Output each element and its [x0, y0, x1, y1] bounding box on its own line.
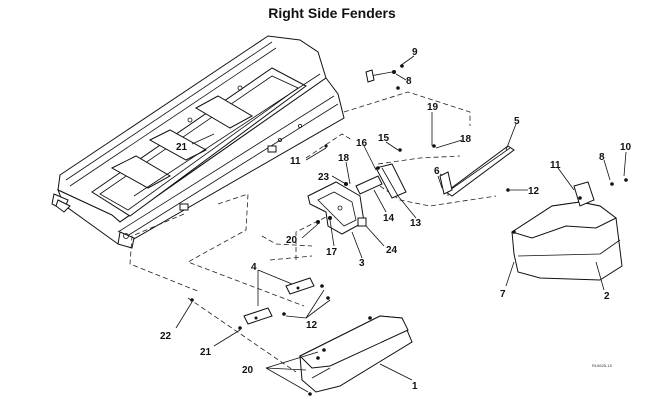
callout-11-left: 11 — [290, 156, 301, 167]
callout-14: 14 — [383, 213, 395, 224]
callout-10: 10 — [620, 142, 632, 153]
callout-3: 3 — [359, 258, 365, 269]
callout-6: 6 — [434, 166, 440, 177]
callout-17: 17 — [326, 247, 338, 258]
bolt-assembly-top — [365, 64, 404, 90]
callout-18-left: 18 — [338, 153, 350, 164]
callout-12-lower: 12 — [306, 320, 318, 331]
callout-8-top: 8 — [406, 76, 412, 87]
callout-19: 19 — [427, 102, 439, 113]
callout-13: 13 — [410, 218, 422, 229]
callout-18-right: 18 — [460, 134, 472, 145]
drawing-code: RL6625-15 — [592, 363, 613, 368]
callout-7: 7 — [500, 289, 506, 300]
callout-labels: 1 2 3 4 5 6 7 8 8 9 10 11 11 12 12 13 14… — [160, 47, 632, 392]
callout-23: 23 — [318, 172, 330, 183]
callout-16: 16 — [356, 138, 368, 149]
lower-plates — [190, 277, 330, 330]
bracket-assembly — [307, 144, 436, 235]
mounting-rail — [439, 145, 515, 197]
right-fender-2 — [510, 178, 628, 281]
callout-8-right: 8 — [599, 152, 605, 163]
callout-24: 24 — [386, 245, 398, 256]
diagram-title: Right Side Fenders — [268, 5, 396, 21]
callout-11-right: 11 — [550, 160, 561, 171]
leader-lines — [175, 55, 627, 393]
callout-22: 22 — [160, 331, 172, 342]
callout-21-lower: 21 — [200, 347, 212, 358]
callout-9: 9 — [412, 47, 418, 58]
callout-20-lower: 20 — [242, 365, 254, 376]
callout-12-right: 12 — [528, 186, 540, 197]
callout-20-upper: 20 — [286, 235, 298, 246]
callout-2: 2 — [604, 291, 610, 302]
callout-15: 15 — [378, 133, 390, 144]
callout-21-upper: 21 — [176, 142, 188, 153]
callout-5: 5 — [514, 116, 520, 127]
frame-assembly — [51, 35, 345, 249]
callout-4: 4 — [251, 262, 257, 273]
lower-fender-1 — [299, 315, 413, 396]
callout-1: 1 — [412, 381, 418, 392]
